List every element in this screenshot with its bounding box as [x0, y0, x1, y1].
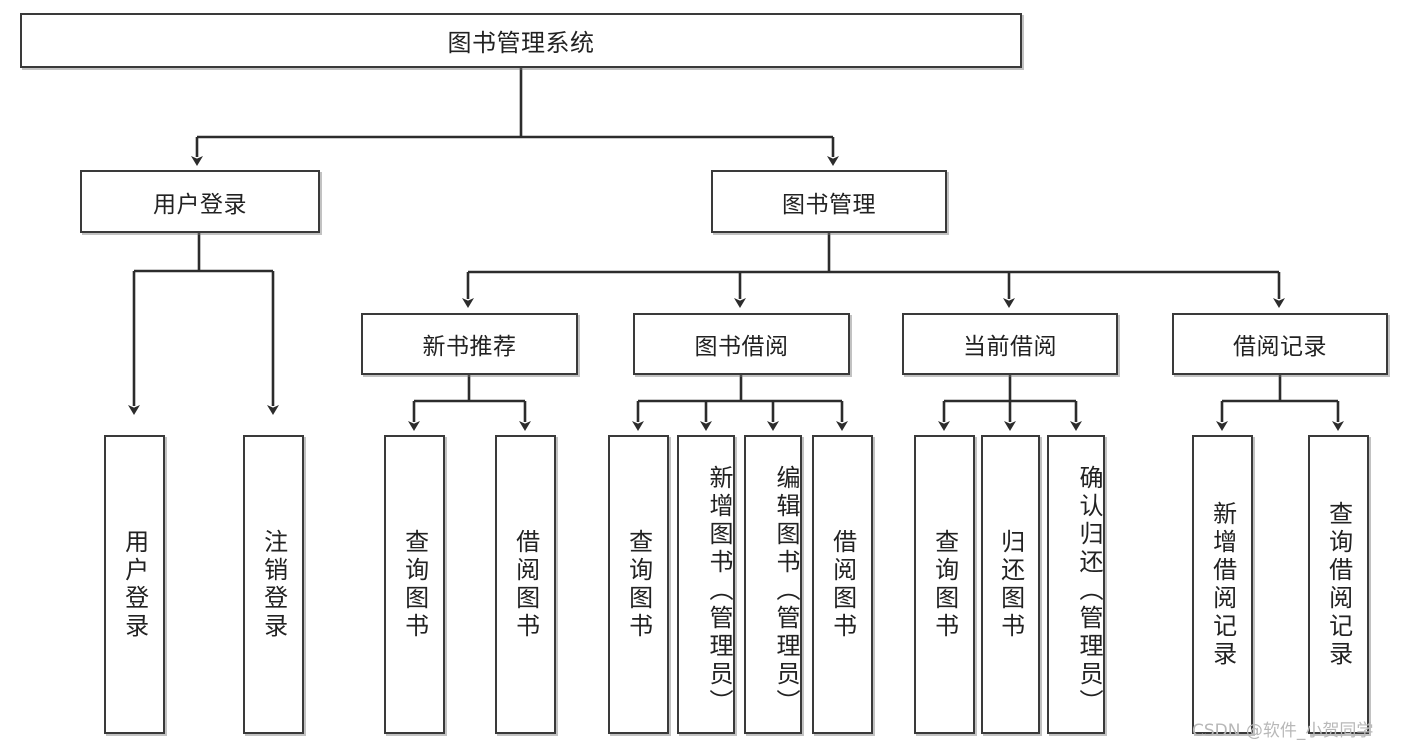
node-user-login[interactable]: 用户登录: [80, 170, 320, 233]
leaf-current-borrow-return-book[interactable]: 归还图书: [981, 435, 1040, 734]
node-new-book-recommend[interactable]: 新书推荐: [361, 313, 578, 375]
node-book-borrow[interactable]: 图书借阅: [633, 313, 850, 375]
leaf-user-login-login[interactable]: 用户登录: [104, 435, 165, 734]
leaf-book-borrow-borrow-book[interactable]: 借阅图书: [812, 435, 873, 734]
leaf-user-login-logout[interactable]: 注销登录: [243, 435, 304, 734]
node-current-borrow[interactable]: 当前借阅: [902, 313, 1118, 375]
node-root-book-management-system[interactable]: 图书管理系统: [20, 13, 1022, 68]
leaf-book-borrow-add-book-admin[interactable]: 新增图书（管理员）: [677, 435, 735, 734]
leaf-current-borrow-query-books[interactable]: 查询图书: [914, 435, 975, 734]
leaf-borrow-record-query-record[interactable]: 查询借阅记录: [1308, 435, 1369, 734]
leaf-borrow-record-add-record[interactable]: 新增借阅记录: [1192, 435, 1253, 734]
csdn-watermark: CSDN @软件_小贺同学: [1192, 721, 1374, 741]
leaf-new-book-query-books[interactable]: 查询图书: [384, 435, 445, 734]
leaf-book-borrow-query-books[interactable]: 查询图书: [608, 435, 669, 734]
leaf-current-borrow-confirm-return-admin[interactable]: 确认归还（管理员）: [1047, 435, 1105, 734]
node-borrow-record[interactable]: 借阅记录: [1172, 313, 1388, 375]
node-book-management[interactable]: 图书管理: [711, 170, 947, 233]
leaf-new-book-borrow-books[interactable]: 借阅图书: [495, 435, 556, 734]
leaf-book-borrow-edit-book-admin[interactable]: 编辑图书（管理员）: [744, 435, 802, 734]
